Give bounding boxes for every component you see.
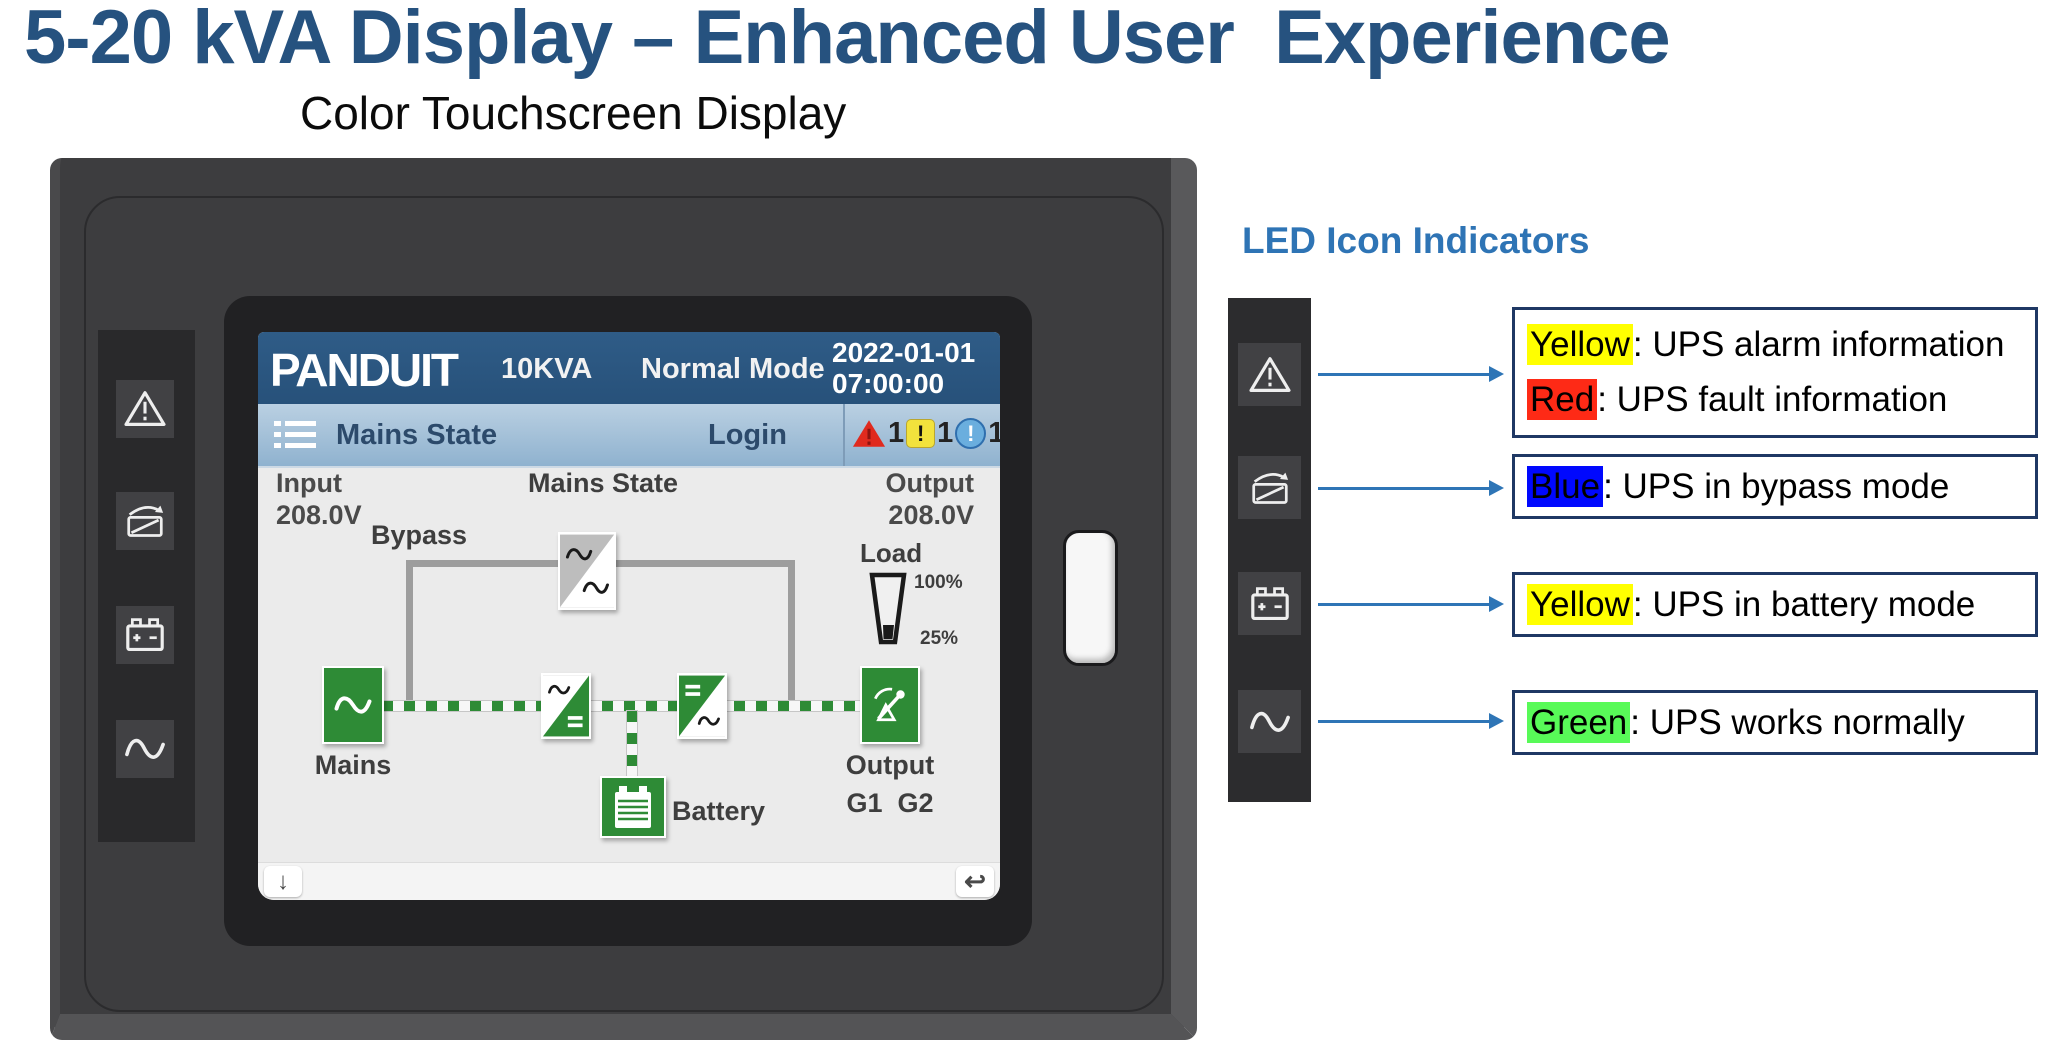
- info-count: 1: [988, 417, 1000, 449]
- legend-led-strip: [1228, 298, 1311, 802]
- scroll-down-button[interactable]: ↓: [264, 866, 302, 897]
- legend-text: : UPS in bypass mode: [1603, 466, 1950, 506]
- legend-bypass-led: [1238, 456, 1301, 519]
- screen-navbar: Mains State Login 1 ! 1 ! 1: [258, 404, 1000, 468]
- alarm-led: [116, 380, 174, 438]
- mode-label: Normal Mode: [641, 353, 825, 385]
- legend-text: : UPS works normally: [1630, 702, 1965, 742]
- bypass-path-right: [788, 560, 795, 707]
- battery-icon: [1248, 585, 1292, 623]
- login-button[interactable]: Login: [708, 419, 787, 451]
- bypass-led: [116, 492, 174, 550]
- page-title: 5-20 kVA Display – Enhanced User Experie…: [24, 0, 1671, 80]
- load-max-label: 100%: [914, 572, 963, 593]
- bypass-label: Bypass: [371, 520, 468, 550]
- info-badge-icon: !: [955, 418, 987, 449]
- legend-text: : UPS in battery mode: [1632, 584, 1976, 624]
- battery-icon: [123, 616, 167, 654]
- arrow-normal: [1318, 713, 1504, 729]
- battery-flow-line: [626, 710, 638, 780]
- legend-text: : UPS alarm information: [1632, 325, 2005, 364]
- datetime: 2022-01-01 07:00:00: [832, 337, 992, 399]
- sine-wave-icon: [1248, 703, 1292, 741]
- bypass-block: [558, 532, 616, 610]
- bypass-path-left: [406, 560, 413, 707]
- highlight-yellow: Yellow: [1527, 583, 1633, 625]
- navbar-divider: [843, 404, 845, 466]
- inverter-block: [677, 673, 727, 739]
- legend-box-alarm: Yellow: UPS alarm information Red: UPS f…: [1512, 307, 2038, 438]
- back-button[interactable]: ↩: [956, 866, 994, 897]
- bezel-hardware-button[interactable]: [1063, 530, 1118, 666]
- legend-line: Green: UPS works normally: [1527, 701, 2035, 743]
- rating-label: 10KVA: [501, 353, 593, 385]
- legend-line: Yellow: UPS in battery mode: [1527, 583, 2035, 625]
- legend-battery-led: [1238, 572, 1301, 635]
- output-block: [860, 666, 920, 744]
- date-label: 2022-01-01: [832, 337, 976, 368]
- output-block-label: Output: [845, 750, 935, 780]
- legend-box-bypass: Blue: UPS in bypass mode: [1512, 454, 2038, 519]
- input-voltage: 208.0V: [276, 500, 362, 530]
- menu-icon[interactable]: [274, 419, 316, 453]
- legend-line: Yellow: UPS alarm information: [1527, 324, 2035, 365]
- legend-heading: LED Icon Indicators: [1242, 220, 1590, 261]
- load-gauge-icon: [869, 572, 907, 645]
- arrow-alarm: [1318, 366, 1504, 382]
- legend-line: Blue: UPS in bypass mode: [1527, 465, 2035, 507]
- power-flow-line: [381, 700, 865, 712]
- legend-box-battery: Yellow: UPS in battery mode: [1512, 572, 2038, 637]
- warning-count: 1: [937, 417, 954, 449]
- fault-count: 1: [888, 417, 905, 449]
- brand-logo: PANDUIT: [270, 344, 459, 396]
- group-g1: G1: [846, 788, 883, 818]
- screen-header: PANDUIT 10KVA Normal Mode 2022-01-01 07:…: [258, 332, 1000, 404]
- warning-triangle-icon: [1248, 356, 1292, 394]
- time-label: 07:00:00: [832, 368, 945, 399]
- touchscreen[interactable]: PANDUIT 10KVA Normal Mode 2022-01-01 07:…: [258, 332, 1000, 900]
- output-label: Output: [885, 468, 974, 498]
- battery-cell-icon: [615, 786, 651, 828]
- bypass-icon: [123, 502, 167, 540]
- input-label: Input: [276, 468, 342, 498]
- sine-wave-icon: [123, 730, 167, 768]
- highlight-green: Green: [1527, 701, 1631, 743]
- normal-led: [116, 720, 174, 778]
- warning-triangle-icon: [123, 390, 167, 428]
- mimic-title: Mains State: [527, 468, 679, 498]
- highlight-blue: Blue: [1527, 465, 1604, 507]
- arrow-battery: [1318, 596, 1504, 612]
- legend-line: Red: UPS fault information: [1527, 379, 2035, 420]
- warning-badge-icon: !: [906, 419, 936, 448]
- device-led-strip: [98, 330, 195, 842]
- page-subtitle: Color Touchscreen Display: [300, 87, 847, 139]
- screen-title: Mains State: [336, 419, 498, 451]
- arrow-bypass: [1318, 480, 1504, 496]
- load-label: Load: [860, 538, 923, 568]
- meter-icon: [869, 684, 911, 726]
- legend-alarm-led: [1238, 343, 1301, 406]
- mains-sine-icon: [333, 692, 373, 718]
- battery-block: [600, 776, 666, 838]
- battery-label: Battery: [672, 796, 766, 826]
- load-value-label: 25%: [920, 628, 959, 649]
- output-groups: G1 G2: [838, 788, 942, 819]
- legend-normal-led: [1238, 690, 1301, 753]
- highlight-yellow: Yellow: [1527, 324, 1633, 365]
- alarm-summary[interactable]: 1 ! 1 ! 1: [852, 417, 1000, 450]
- fault-badge-icon: [852, 420, 886, 447]
- screen-bottombar: ↓ ↩: [258, 862, 1000, 900]
- device-bezel-groove: [84, 196, 1164, 1012]
- group-g2: G2: [897, 788, 934, 818]
- output-voltage: 208.0V: [888, 500, 974, 530]
- mains-block: [322, 666, 384, 744]
- rectifier-block: [541, 673, 591, 739]
- battery-led: [116, 606, 174, 664]
- legend-text: : UPS fault information: [1597, 380, 1948, 419]
- highlight-red: Red: [1527, 379, 1598, 420]
- bypass-icon: [1248, 469, 1292, 507]
- legend-box-normal: Green: UPS works normally: [1512, 690, 2038, 755]
- mains-label: Mains: [314, 750, 392, 780]
